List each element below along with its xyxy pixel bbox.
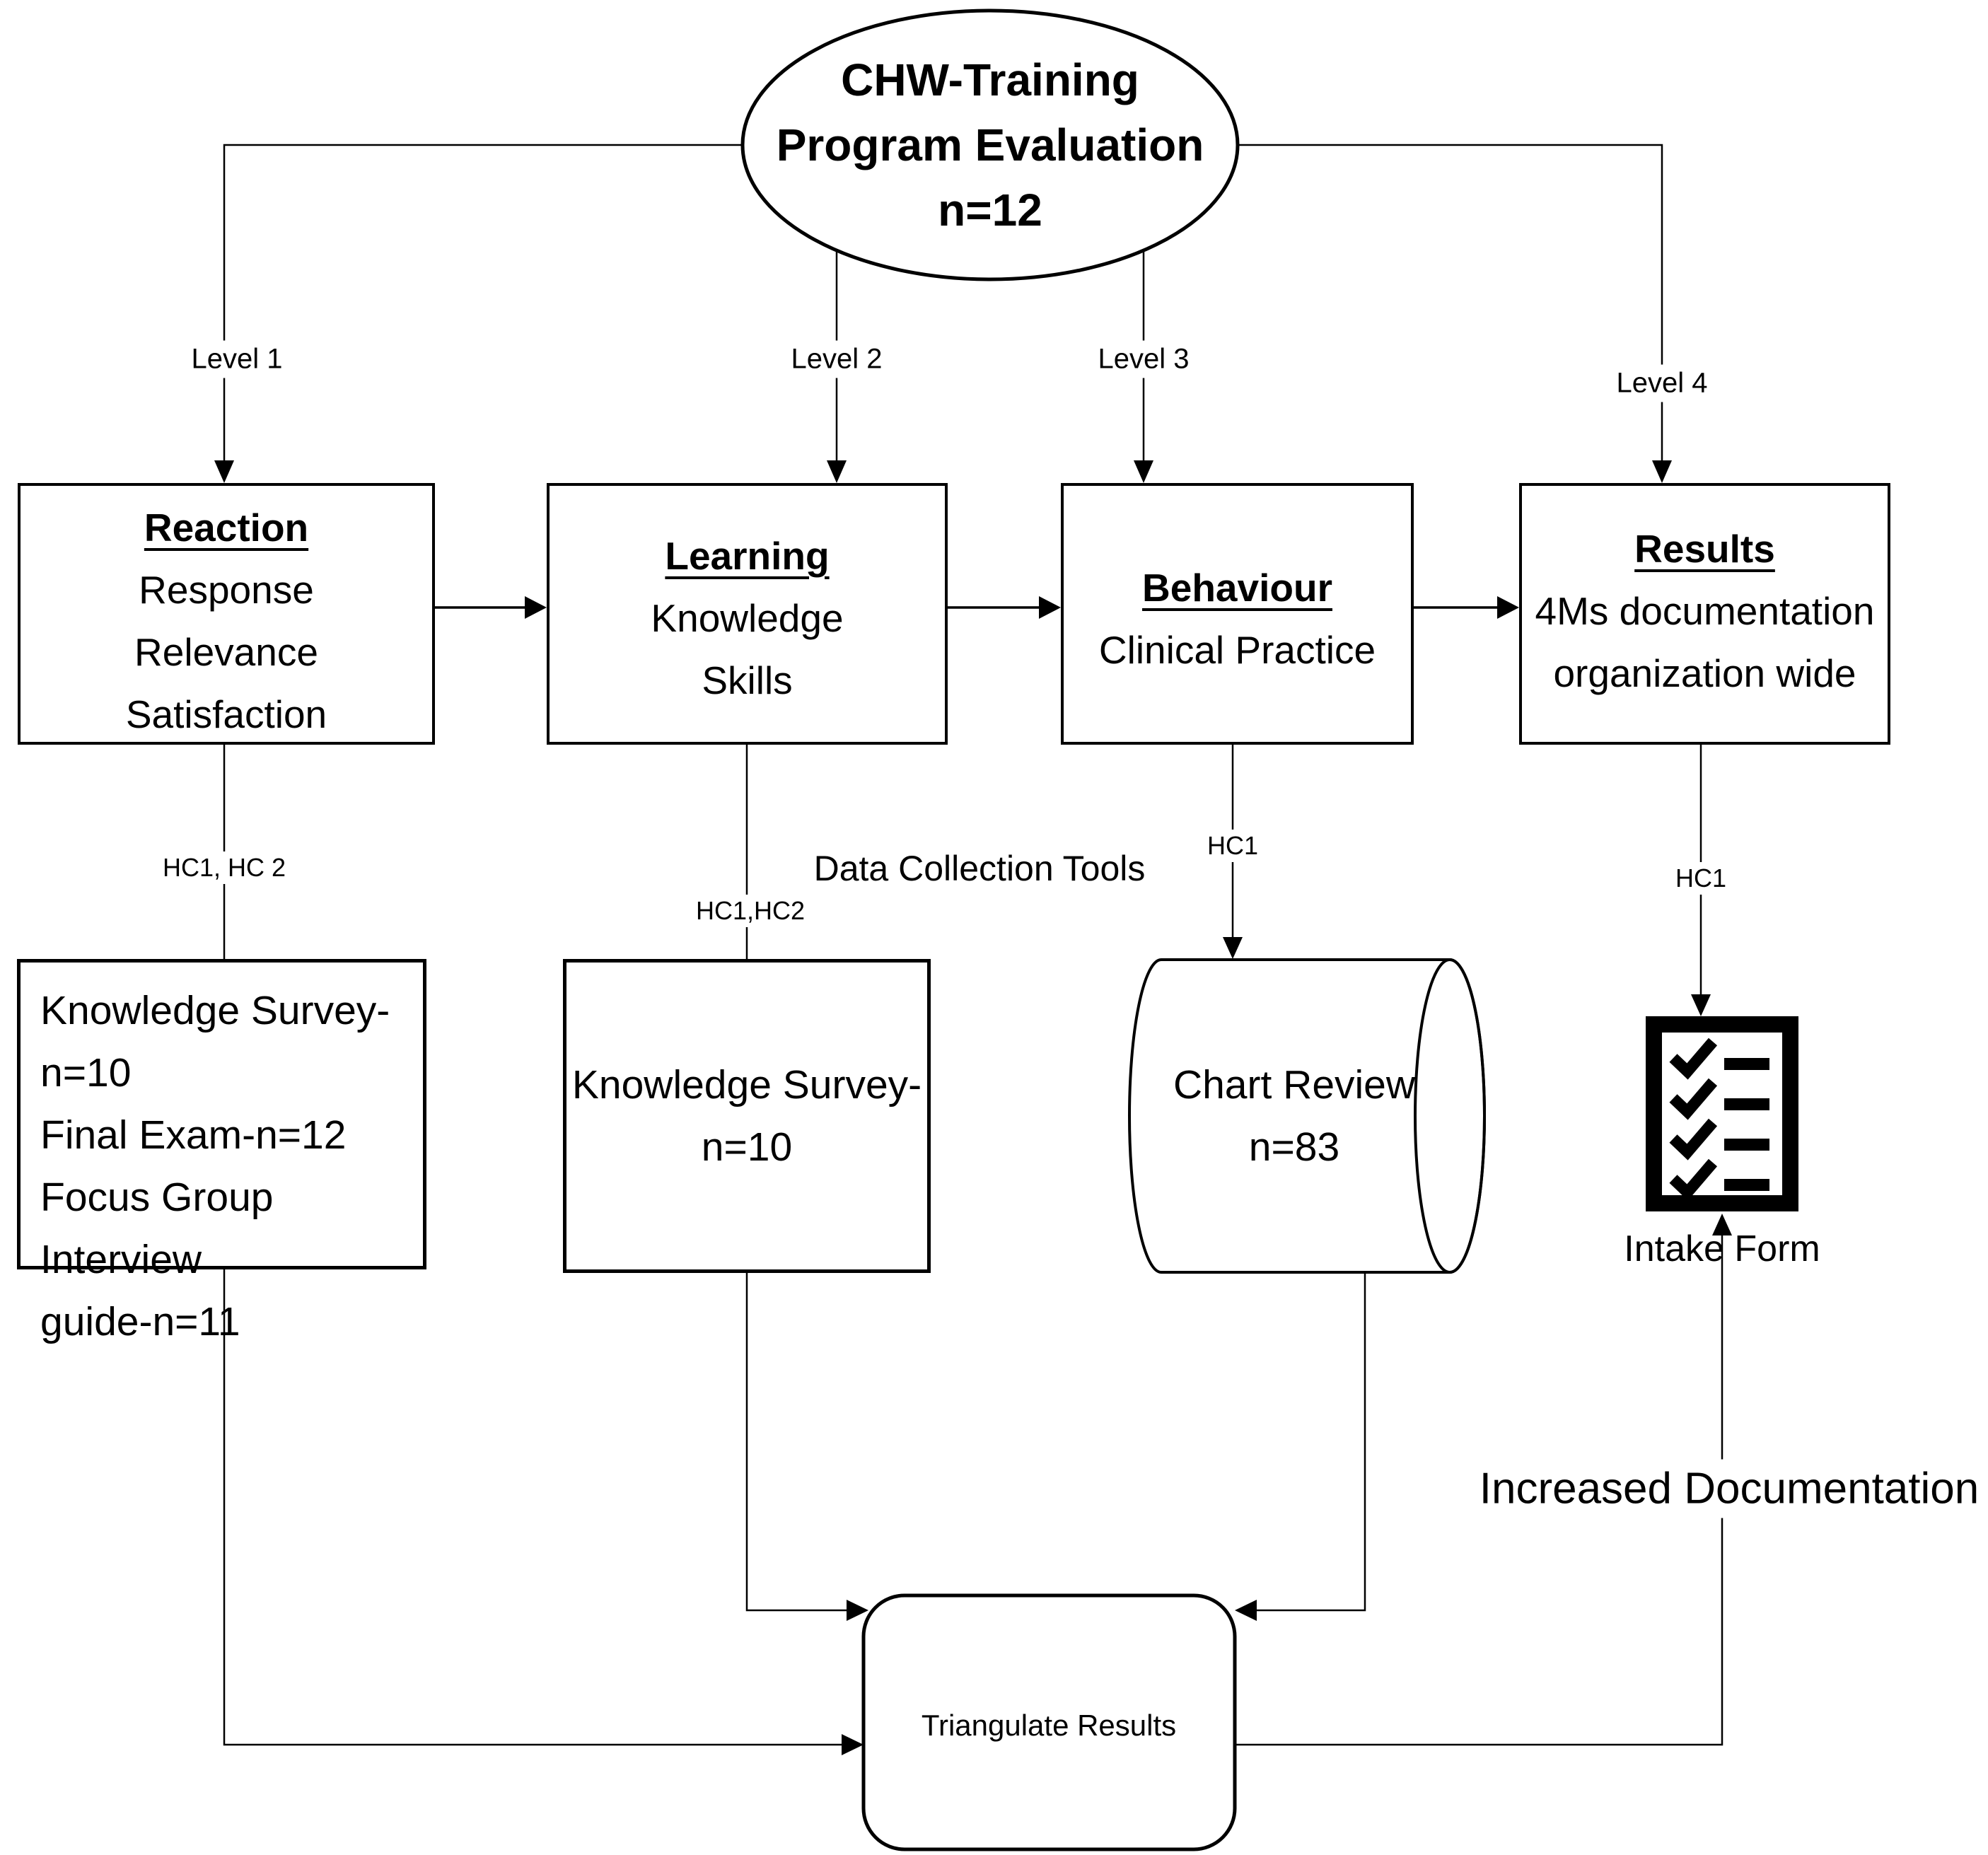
reaction-line-3: Satisfaction: [125, 692, 327, 736]
reaction-line-2: Relevance: [134, 630, 318, 674]
checklist-icon: [1646, 1016, 1798, 1211]
reaction-line-1: Response: [139, 568, 314, 612]
reaction-box: Reaction Response Relevance Satisfaction: [18, 483, 435, 745]
behaviour-line-1: Clinical Practice: [1098, 628, 1376, 672]
reaction-tool-line-4: Focus Group Interview: [40, 1175, 274, 1282]
reaction-tool-line-2: n=10: [40, 1050, 132, 1095]
learning-tool-line-1: Knowledge Survey-: [571, 1062, 922, 1107]
chart-review-line-2: n=83: [1248, 1124, 1340, 1170]
increased-documentation-label: Increased Documentation: [1469, 1459, 1988, 1518]
chart-review-text: Chart Review n=83: [1173, 1054, 1415, 1178]
behaviour-hc-label: HC1: [1201, 830, 1265, 862]
results-title: Results: [1634, 527, 1775, 571]
ellipse-line-2: Program Evaluation: [776, 120, 1204, 170]
reaction-title: Reaction: [144, 506, 309, 549]
ellipse-line-1: CHW-Training: [841, 54, 1139, 105]
level-3-label: Level 3: [1091, 340, 1197, 378]
learning-title: Learning: [665, 534, 830, 578]
chart-review-cylinder: [1128, 958, 1486, 1274]
reaction-tools-box: Knowledge Survey- n=10 Final Exam-n=12 F…: [17, 959, 426, 1344]
ellipse-line-3: n=12: [938, 185, 1042, 235]
learning-hc-label: HC1,HC2: [690, 895, 811, 927]
data-collection-tools-label: Data Collection Tools: [806, 847, 1153, 890]
reaction-tool-line-1: Knowledge Survey-: [40, 988, 390, 1033]
tool-arrowheads: [842, 937, 1732, 1755]
level-arrowheads: [214, 460, 1672, 483]
learning-tool-line-2: n=10: [701, 1124, 793, 1170]
learning-line-2: Skills: [702, 658, 793, 702]
intake-form-label: Intake Form: [1624, 1228, 1820, 1269]
results-hc-label: HC1: [1669, 862, 1733, 895]
level-1-label: Level 1: [184, 340, 290, 378]
results-line-1: 4Ms documentation: [1535, 589, 1875, 633]
level-2-label: Level 2: [784, 340, 890, 378]
behaviour-title: Behaviour: [1142, 566, 1332, 610]
results-line-2: organization wide: [1553, 651, 1856, 695]
row-arrowheads: [525, 596, 1519, 619]
reaction-hc-label: HC1, HC 2: [156, 851, 292, 884]
triangulate-results-label: Triangulate Results: [921, 1709, 1177, 1742]
reaction-tool-line-5: guide-n=11: [40, 1299, 240, 1344]
learning-tool-box: Knowledge Survey- n=10: [563, 959, 931, 1273]
reaction-tool-line-3: Final Exam-n=12: [40, 1112, 347, 1158]
results-box: Results 4Ms documentation organization w…: [1519, 483, 1890, 745]
triangulate-results-node: [861, 1593, 1237, 1851]
chart-review-line-1: Chart Review: [1173, 1062, 1416, 1107]
learning-box: Learning Knowledge Skills: [547, 483, 948, 745]
program-evaluation-title: CHW-Training Program Evaluation n=12: [777, 47, 1204, 243]
behaviour-box: Behaviour Clinical Practice: [1061, 483, 1414, 745]
learning-line-1: Knowledge: [651, 596, 844, 640]
level-4-label: Level 4: [1609, 364, 1715, 402]
